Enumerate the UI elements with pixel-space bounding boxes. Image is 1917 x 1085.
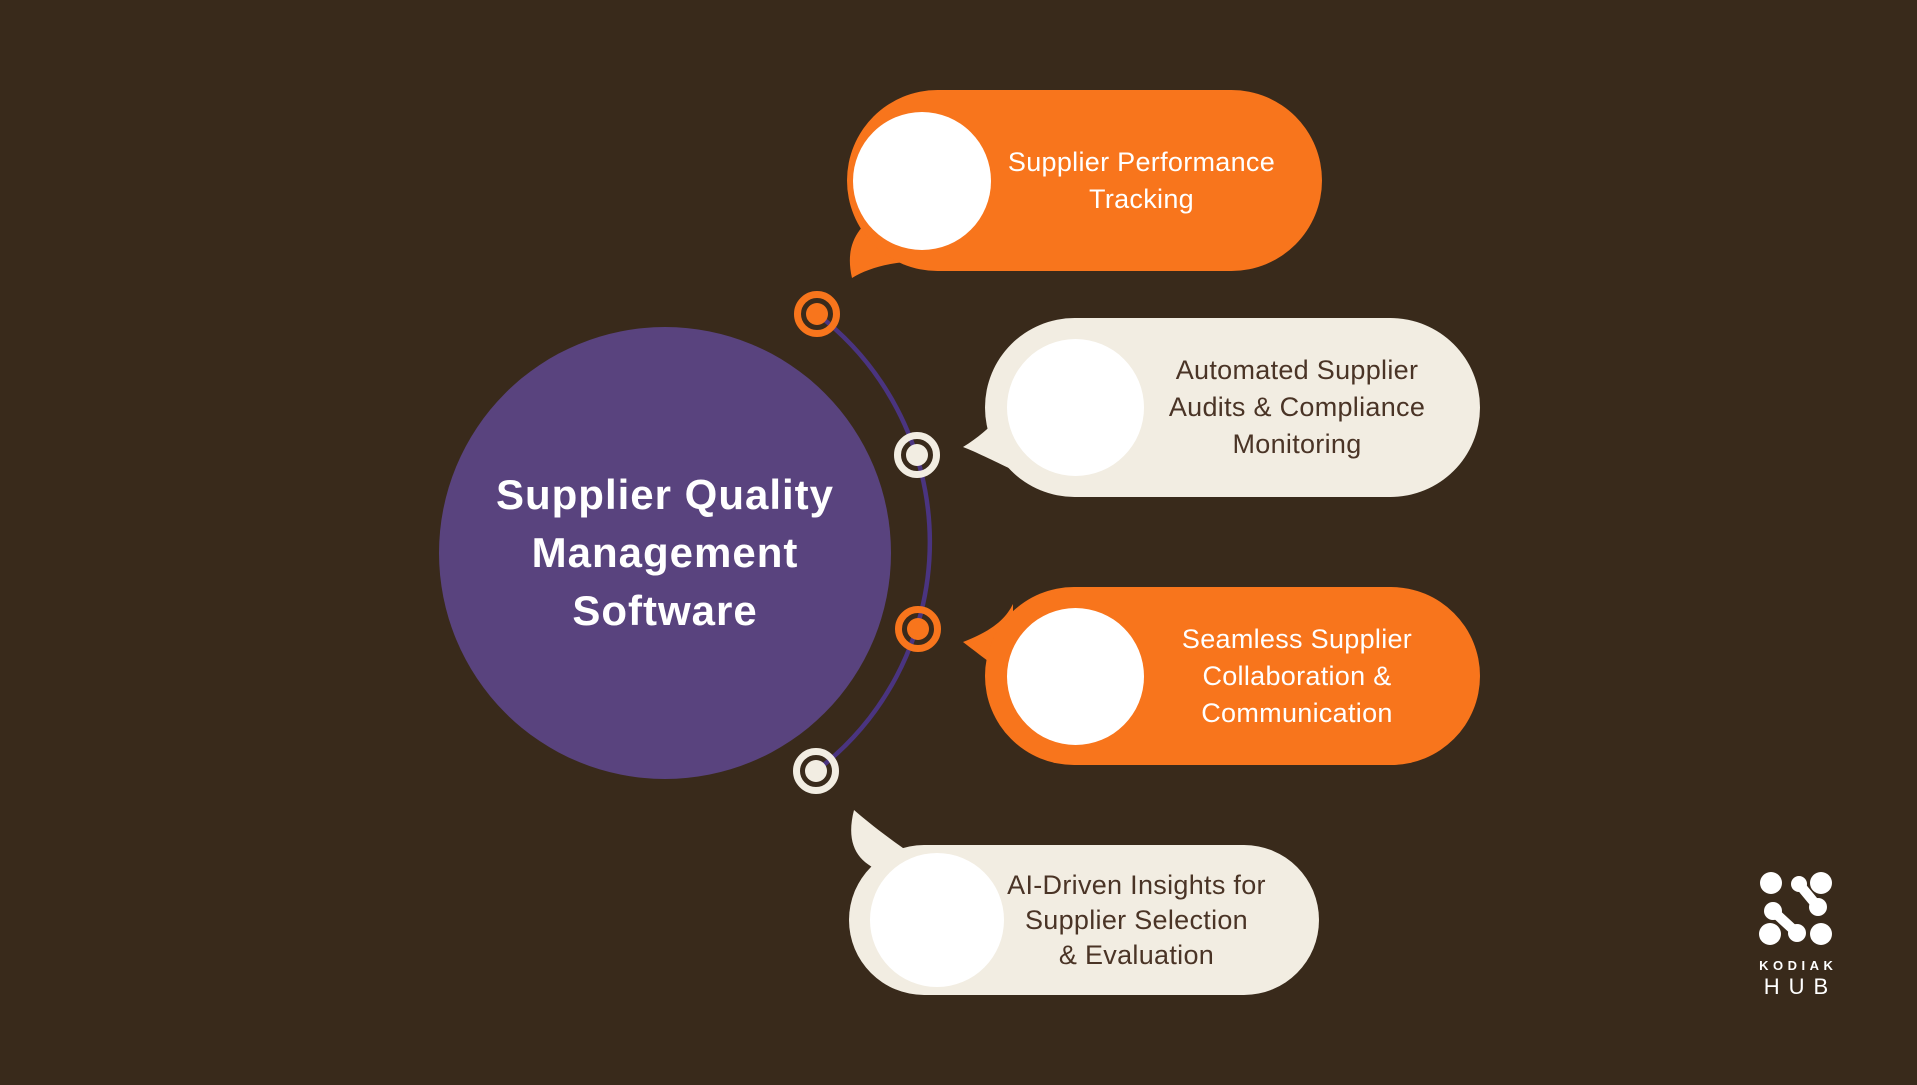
- connector-dot-2: [894, 432, 940, 478]
- logo-word-kodiak: KODIAK: [1759, 958, 1838, 973]
- callout-text: AI-Driven Insights for Supplier Selectio…: [1004, 868, 1319, 973]
- callout-tail-4: [851, 810, 940, 873]
- callout-icon-circle: [870, 853, 1004, 987]
- kodiak-hub-logo-mark-icon: [1759, 872, 1832, 945]
- callout-bubble-seamless-collaboration: Seamless Supplier Collaboration & Commun…: [985, 587, 1480, 765]
- connector-dot-core: [806, 303, 828, 325]
- kodiak-hub-logo: KODIAK HUB: [1750, 870, 1842, 1000]
- connector-dot-1: [794, 291, 840, 337]
- callout-text: Seamless Supplier Collaboration & Commun…: [1144, 621, 1480, 732]
- connector-dot-core: [907, 618, 929, 640]
- callout-icon-circle: [1007, 607, 1144, 745]
- callout-text: Automated Supplier Audits & Compliance M…: [1144, 352, 1480, 463]
- callout-icon-circle: [1007, 339, 1144, 476]
- callout-text-line: Collaboration &: [1202, 660, 1392, 691]
- callout-text-line: Monitoring: [1232, 429, 1362, 459]
- callout-text-line: Seamless Supplier: [1181, 623, 1413, 654]
- center-title-line-3: Software: [572, 587, 758, 634]
- connector-arc: [814, 312, 933, 773]
- connector-dot-4: [793, 748, 839, 794]
- connector-dot-core: [906, 444, 928, 466]
- logo-word-hub: HUB: [1763, 974, 1838, 999]
- callout-text-line: Supplier Selection: [1024, 904, 1249, 935]
- callout-text-line: AI-Driven Insights for: [1007, 869, 1266, 900]
- callout-text-line: Audits & Compliance: [1168, 392, 1426, 422]
- callout-text-line: Communication: [1201, 697, 1393, 728]
- callout-text-line: & Evaluation: [1058, 939, 1215, 970]
- callout-icon-circle: [853, 111, 991, 250]
- callout-text-line: Tracking: [1089, 183, 1194, 214]
- connector-dot-3: [895, 606, 941, 652]
- connector-dot-core: [805, 760, 827, 782]
- callout-text-line: Automated Supplier: [1175, 355, 1419, 385]
- callout-text: Supplier Performance Tracking: [991, 144, 1322, 218]
- center-title-line-1: Supplier Quality: [495, 471, 835, 518]
- center-topic-circle: Supplier Quality Management Software: [439, 327, 891, 779]
- callout-bubble-ai-insights: AI-Driven Insights for Supplier Selectio…: [849, 845, 1319, 995]
- callout-text-line: Supplier Performance: [1007, 146, 1276, 177]
- callout-bubble-automated-audits: Automated Supplier Audits & Compliance M…: [985, 318, 1480, 497]
- callout-bubble-supplier-performance: Supplier Performance Tracking: [847, 90, 1322, 271]
- center-title-line-2: Management: [531, 529, 799, 576]
